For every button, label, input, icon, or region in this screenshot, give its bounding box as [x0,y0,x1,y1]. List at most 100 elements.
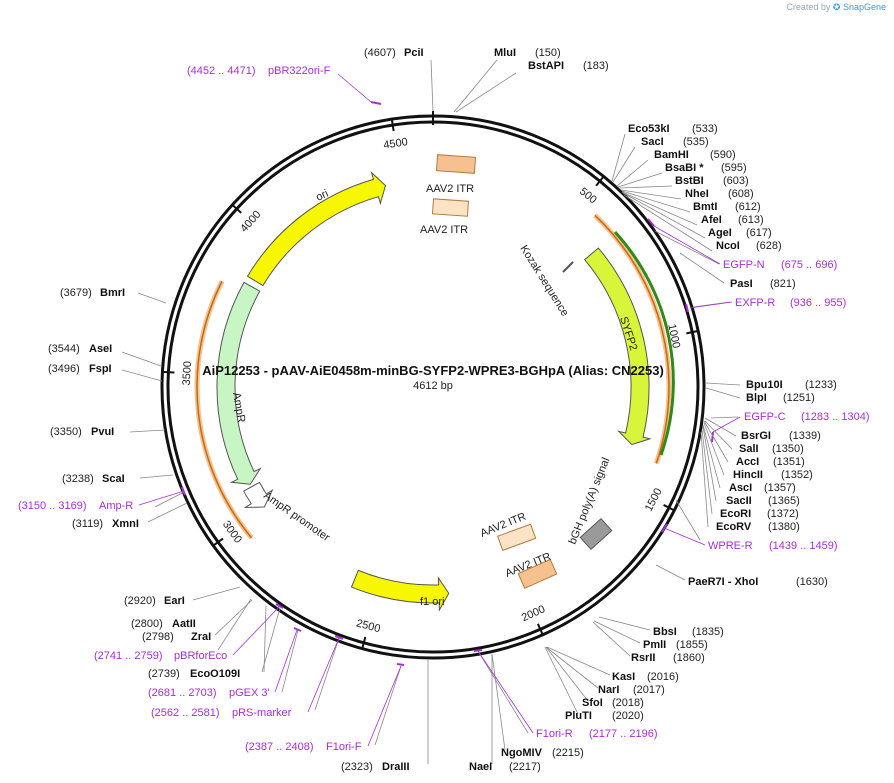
site-pos: (2018) [612,697,644,709]
site-name: AfeI [701,214,722,226]
site-pos: (628) [756,240,782,252]
site-pos: (590) [710,149,736,161]
plasmid-length: 4612 bp [413,380,453,392]
site-name: Bpu10I [746,379,783,391]
aav2-itr-top-2: AAV2 ITR [420,198,469,236]
site-name: EcoO109I [190,668,240,680]
feature-label-ampr-promoter: AmpR promoter [261,490,332,545]
scale-tick [230,203,242,214]
site-pos: (613) [738,214,764,226]
site-name: BstAPI [528,60,564,72]
scale-tick [663,504,676,512]
feature-label-ampr: AmpR [230,391,247,423]
site-pos: (2798) [142,631,174,643]
primer-name: pGEX 3' [229,687,270,699]
bgh-polya-signal: bGH poly(A) signal [567,456,613,551]
scale-tick [536,623,545,637]
site-name: PmlI [643,639,666,651]
site-name: Eco53kI [628,123,670,135]
feature-label-f1-ori: f1 ori [420,596,444,608]
scale-tick-label: 2500 [355,617,382,635]
site-name: MluI [494,47,516,59]
site-name: NgoMIV [501,747,543,759]
site-pos: (2323) [341,761,373,773]
site-pos: (3496) [48,363,80,375]
leader-lines [121,59,741,764]
aav2-itr-bottom-1: AAV2 ITR [479,511,537,551]
site-pos: (617) [746,227,772,239]
site-name: AseI [89,343,112,355]
site-name: EcoRV [716,521,752,533]
site-name: NcoI [716,240,740,252]
primer-name: EGFP-C [744,411,786,423]
scale-tick-label: 3500 [181,361,194,386]
primer-range: (2681 .. 2703) [148,687,217,699]
site-name: BstBI [675,175,704,187]
site-name: BbsI [653,626,677,638]
site-name: NheI [685,188,709,200]
site-pos: (1860) [673,652,705,664]
site-name: KasI [612,671,635,683]
scale-tick [390,118,395,132]
primer-range: (936 .. 955) [790,297,846,309]
site-pos: (1357) [764,482,796,494]
site-pos: (608) [728,188,754,200]
aav2-itr-top-1-label: AAV2 ITR [426,183,474,195]
aav2-itr-bottom-2: AAV2 ITR [504,551,558,589]
primer-name: EXFP-R [735,297,775,309]
primer-name: pRS-marker [232,707,292,719]
orange-arc [594,214,670,464]
site-name: NarI [598,684,619,696]
site-pos: (3679) [60,287,92,299]
site-name: EcoRI [720,508,751,520]
site-pos: (2739) [148,668,180,680]
primer-name: pBR322ori-F [268,65,331,77]
site-pos: (1855) [676,639,708,651]
scale-tick [595,175,606,187]
site-pos: (1380) [768,521,800,533]
site-pos: (2017) [633,684,665,696]
site-name: BmtI [693,201,717,213]
primer-range: (1283 .. 1304) [801,411,870,423]
site-pos: (2800) [131,618,163,630]
scale-tick [686,329,700,335]
site-pos: (2217) [509,761,541,773]
primer-labels: (4452 .. 4471) pBR322ori-F EGFP-N (675 .… [18,65,870,753]
site-pos: (2016) [647,671,679,683]
site-pos: (603) [723,175,749,187]
site-pos: (1630) [796,576,828,588]
site-name: PciI [404,47,424,59]
site-pos: (2920) [124,595,156,607]
site-name: XmnI [112,518,139,530]
site-pos: (1351) [773,456,805,468]
snapgene-logo-icon: ✪ [832,2,841,12]
feature-arrow-f1-ori [350,569,450,612]
primer-name: EGFP-N [723,259,765,271]
scale-tick [360,636,367,650]
site-name: BsaBI * [665,162,704,174]
site-name: BlpI [746,392,767,404]
primer-range: (2741 .. 2759) [94,650,163,662]
site-pos: (612) [735,201,761,213]
site-name: SacII [726,495,752,507]
scale-tick-label: 500 [577,185,599,206]
site-pos: (1372) [767,508,799,520]
site-pos: (2020) [612,710,644,722]
site-pos: (3544) [48,343,80,355]
scale-tick-label: 1500 [643,486,665,513]
primer-range: (2387 .. 2408) [245,741,314,753]
site-name: SalI [739,443,759,455]
site-pos: (535) [683,136,709,148]
credit-brand: SnapGene [842,2,886,12]
kozak-sequence: Kozak sequence [517,243,574,319]
orange-arc [196,280,253,539]
primer-range: (2562 .. 2581) [151,707,220,719]
site-name: PasI [730,278,753,290]
site-name: BsrGI [741,430,771,442]
snapgene-credit: Created by ✪ SnapGene [786,2,886,13]
site-name: NaeI [469,761,492,773]
site-name: HincII [733,469,763,481]
site-pos: (1251) [783,392,815,404]
site-pos: (1365) [768,495,800,507]
feature-arrow-syfp2 [583,247,652,446]
